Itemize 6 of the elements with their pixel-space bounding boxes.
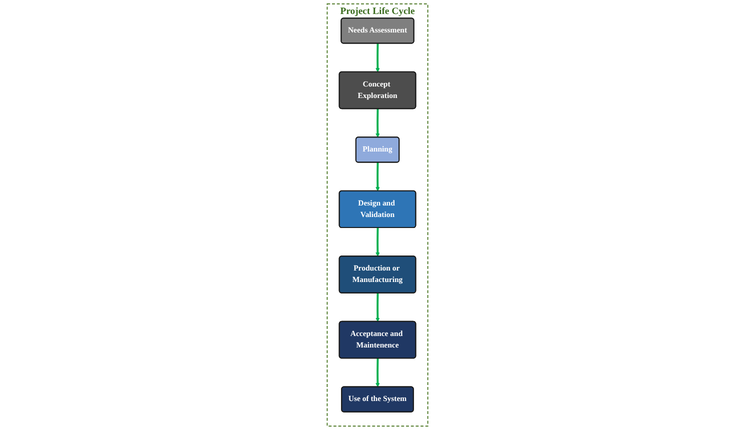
arrow [376,358,380,388]
arrow [376,108,380,138]
arrow [376,162,380,192]
arrow [376,228,380,257]
arrow [376,293,380,322]
arrow [376,44,380,72]
